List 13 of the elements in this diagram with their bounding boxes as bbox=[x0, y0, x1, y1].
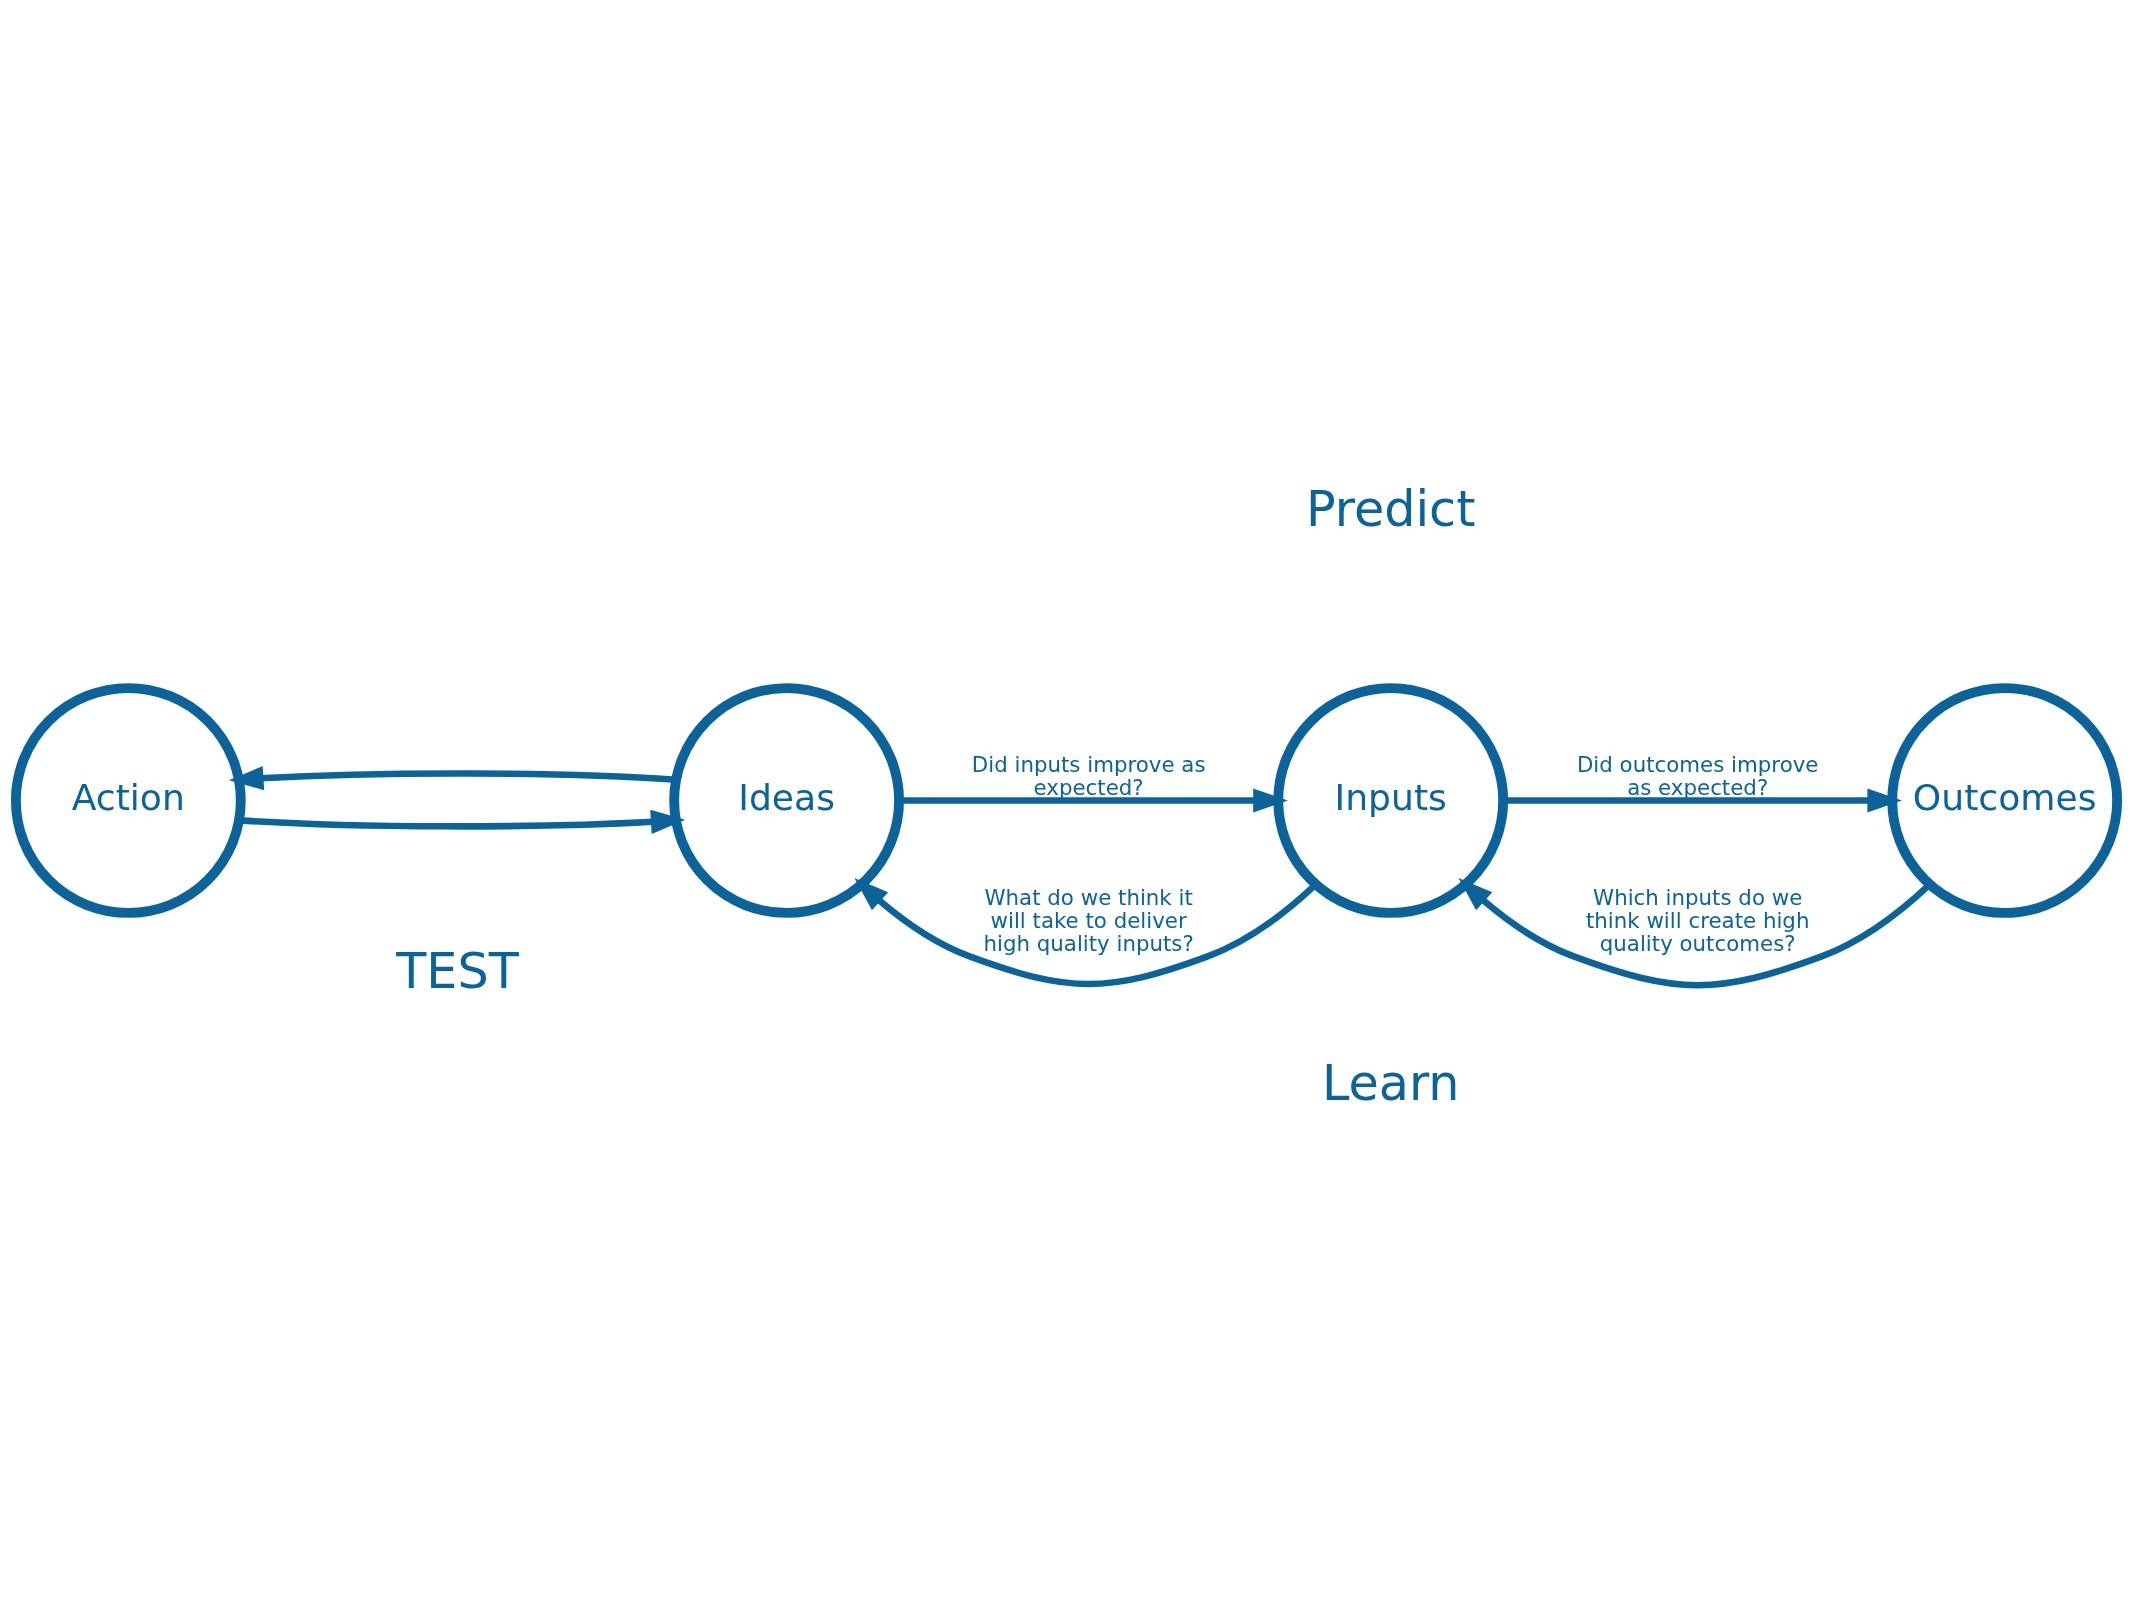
node-circle: Outcomes bbox=[1887, 682, 2123, 918]
node-circle: Ideas bbox=[669, 682, 904, 918]
edge-label: Did outcomes improve as expected? bbox=[1576, 751, 1819, 800]
edge-label: What do we think it will take to deliver high quality inputs? bbox=[983, 884, 1194, 956]
label: Predict bbox=[1305, 479, 1476, 538]
label: TEST bbox=[396, 941, 519, 1000]
edge-label: Did inputs improve as expected? bbox=[971, 751, 1206, 800]
node-circle: Action bbox=[10, 682, 246, 918]
arrow bbox=[854, 877, 1318, 987]
label: Learn bbox=[1321, 1053, 1460, 1112]
arrow bbox=[1458, 877, 1932, 988]
edge-label: Which inputs do we think will create high quality outcomes? bbox=[1585, 884, 1810, 956]
node-circle: Inputs bbox=[1273, 682, 1509, 918]
